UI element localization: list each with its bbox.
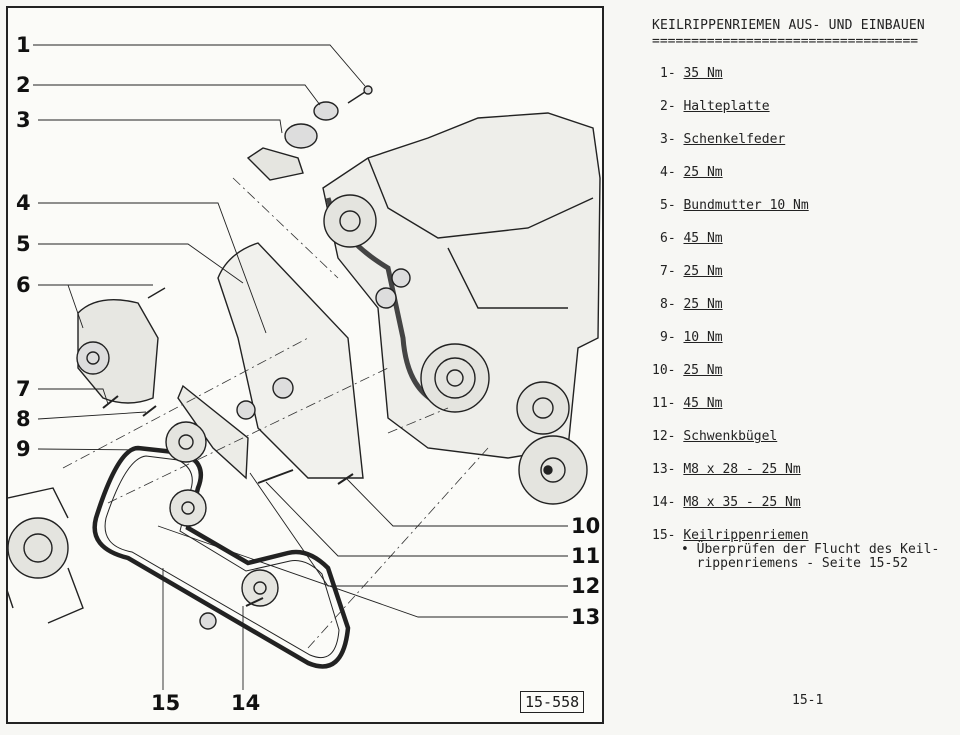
legend-item: 8- 25 Nm (660, 297, 723, 312)
camshaft-sprocket (323, 194, 377, 248)
legend-item: 15- Keilrippenriemen (652, 528, 809, 543)
callout-7: 7 (16, 377, 31, 401)
idler-roller (375, 287, 397, 309)
viscous-fan (8, 517, 69, 579)
page-title: KEILRIPPENRIEMEN AUS- UND EINBAUEN (652, 18, 925, 33)
legend-item: 14- M8 x 35 - 25 Nm (652, 495, 801, 510)
callout-12: 12 (571, 574, 601, 598)
legend-item: 7- 25 Nm (660, 264, 723, 279)
callout-15: 15 (151, 691, 181, 715)
lower-idler-pulley (241, 569, 279, 607)
legend-item: 9- 10 Nm (660, 330, 723, 345)
legend-item: 6- 45 Nm (660, 231, 723, 246)
alternator (77, 298, 159, 404)
callout-5: 5 (16, 232, 31, 256)
legend-item: 10- 25 Nm (652, 363, 723, 378)
crank-pulley (420, 343, 490, 413)
callout-11: 11 (571, 544, 601, 568)
legend-item: 2- Halteplatte (660, 99, 770, 114)
callout-9: 9 (16, 437, 31, 461)
spring-sleeve (246, 147, 304, 181)
legend-item: 3- Schenkelfeder (660, 132, 786, 147)
callout-13: 13 (571, 605, 601, 629)
callout-2: 2 (16, 73, 31, 97)
page-number: 15-1 (792, 693, 824, 708)
figure-code: 15-558 (520, 691, 585, 713)
engine-block (322, 112, 601, 459)
note-line-2: rippenriemens - Seite 15-52 (681, 556, 908, 571)
legend-item: 13- M8 x 28 - 25 Nm (652, 462, 801, 477)
holding-plate (313, 101, 339, 121)
legend-item: 1- 35 Nm (660, 66, 723, 81)
tensioner-pulley (169, 489, 207, 527)
poly-v-belt (92, 445, 351, 669)
callout-14: 14 (231, 691, 261, 715)
legend-item: 5- Bundmutter 10 Nm (660, 198, 809, 213)
callout-1: 1 (16, 33, 31, 57)
pivot-bracket (177, 384, 249, 480)
note-line-1: • Überprüfen der Flucht des Keil- (681, 542, 940, 557)
engine-drawing (8, 44, 601, 690)
callout-8: 8 (16, 407, 31, 431)
title-underline: ================================== (652, 34, 919, 49)
power-steering-pulley (516, 381, 570, 435)
legend-item: 11- 45 Nm (652, 396, 723, 411)
idler-pulley-upper (165, 421, 207, 463)
legend-item: 12- Schwenkbügel (652, 429, 778, 444)
callout-6: 6 (16, 273, 31, 297)
torsion-spring (284, 123, 318, 149)
legend-item: 4- 25 Nm (660, 165, 723, 180)
parts-legend: KEILRIPPENRIEMEN AUS- UND EINBAUEN =====… (630, 0, 960, 735)
callout-10: 10 (571, 514, 601, 538)
exploded-view-figure: 1 2 3 4 5 6 7 8 9 10 11 12 13 14 15 15-5… (6, 6, 604, 724)
callout-4: 4 (16, 191, 31, 215)
callout-3: 3 (16, 108, 31, 132)
ac-compressor-pulley (518, 435, 588, 505)
